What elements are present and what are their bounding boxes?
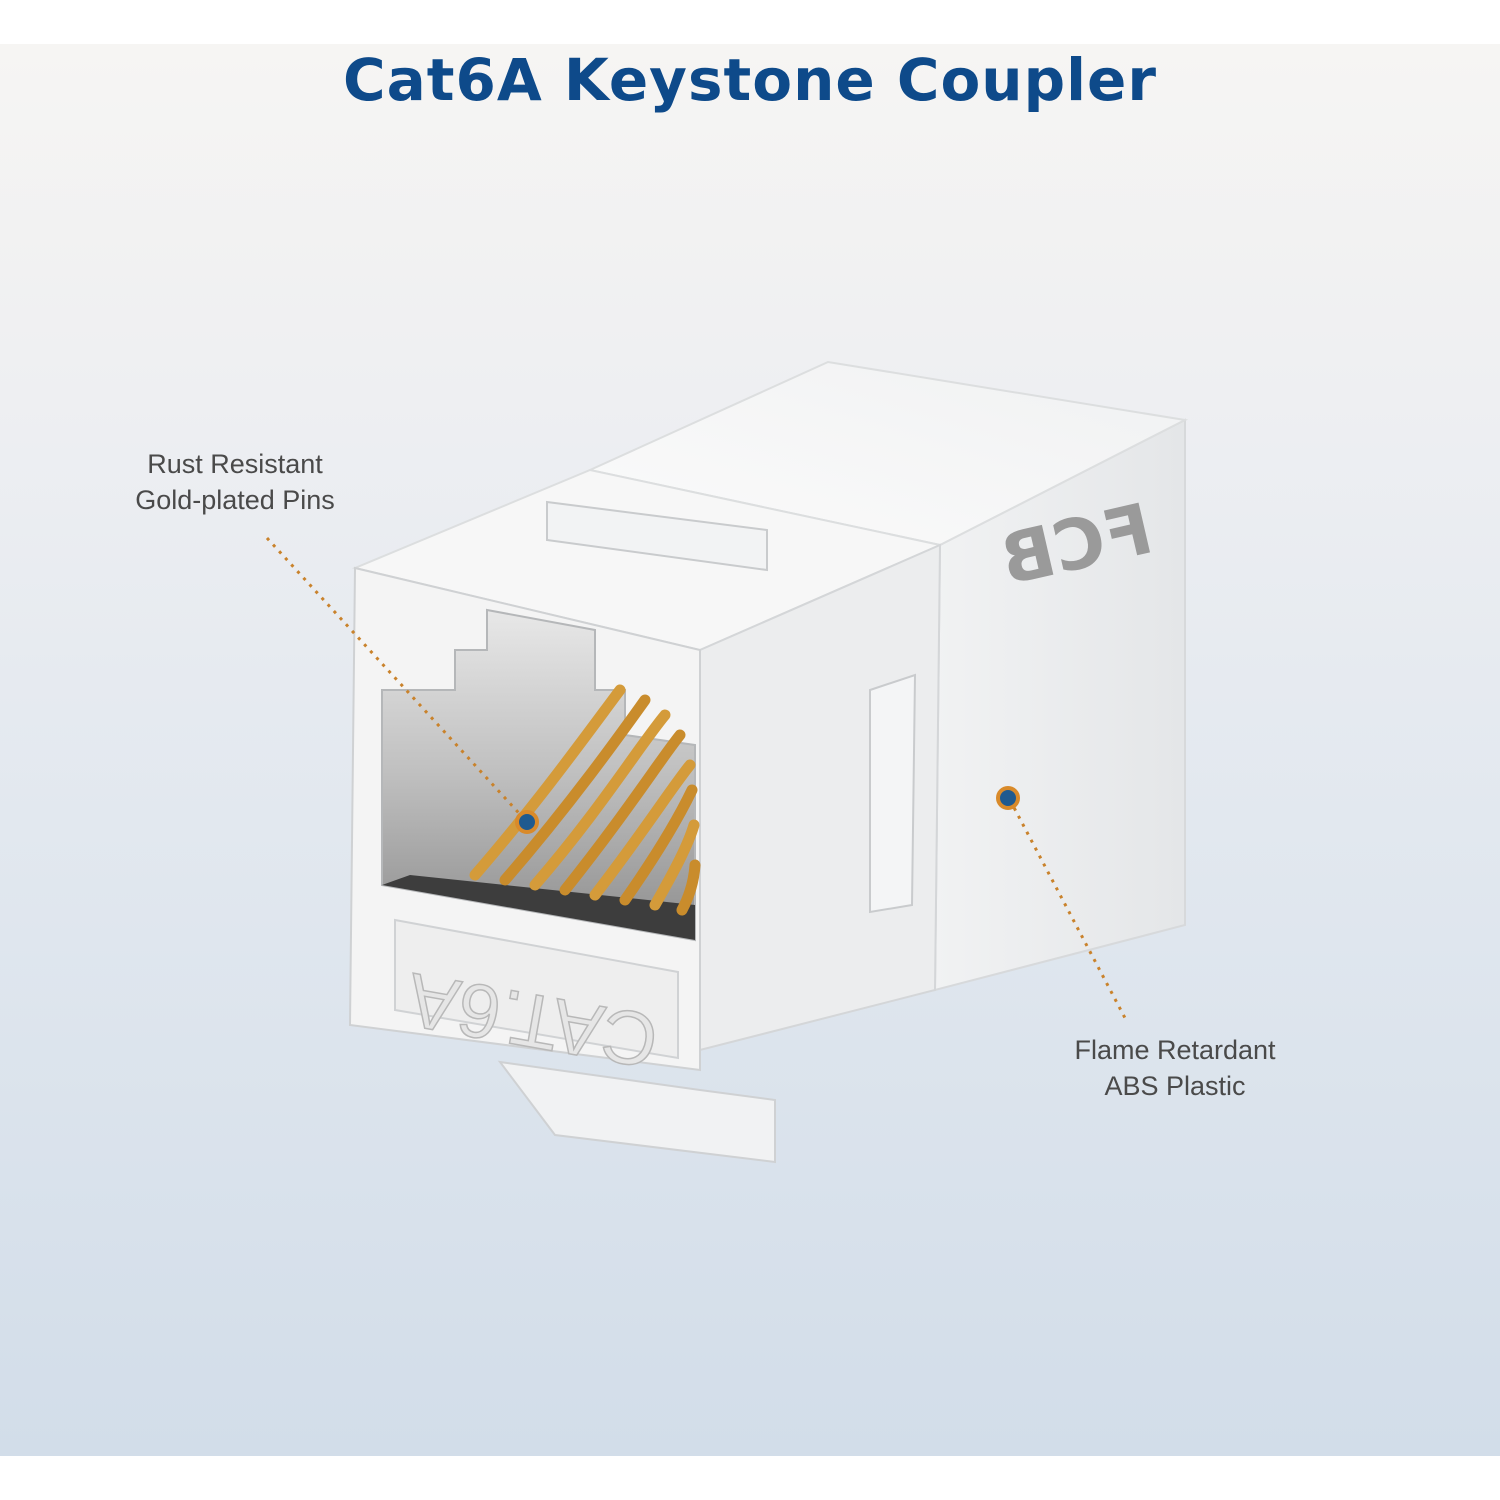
callout-abs-plastic: Flame Retardant ABS Plastic [1040, 1032, 1310, 1104]
cat6a-plate [394, 918, 679, 1060]
bottom-latch [497, 1060, 776, 1164]
callout-gold-pins: Rust Resistant Gold-plated Pins [110, 446, 360, 518]
plastic-callout-dot [996, 786, 1020, 810]
leader-line-pins [265, 536, 529, 824]
gold-pins [469, 684, 701, 916]
side-clip [869, 673, 917, 914]
callout-pins-line1: Rust Resistant [147, 449, 323, 479]
callout-pins-line2: Gold-plated Pins [135, 485, 335, 515]
port-floor [382, 875, 695, 940]
page-title: Cat6A Keystone Coupler [343, 46, 1157, 114]
leader-lines [265, 536, 1127, 1019]
callout-plastic-line1: Flame Retardant [1074, 1035, 1276, 1065]
pins-callout-dot [515, 810, 539, 834]
latch-tab [546, 500, 768, 572]
callout-plastic-line2: ABS Plastic [1104, 1071, 1246, 1101]
